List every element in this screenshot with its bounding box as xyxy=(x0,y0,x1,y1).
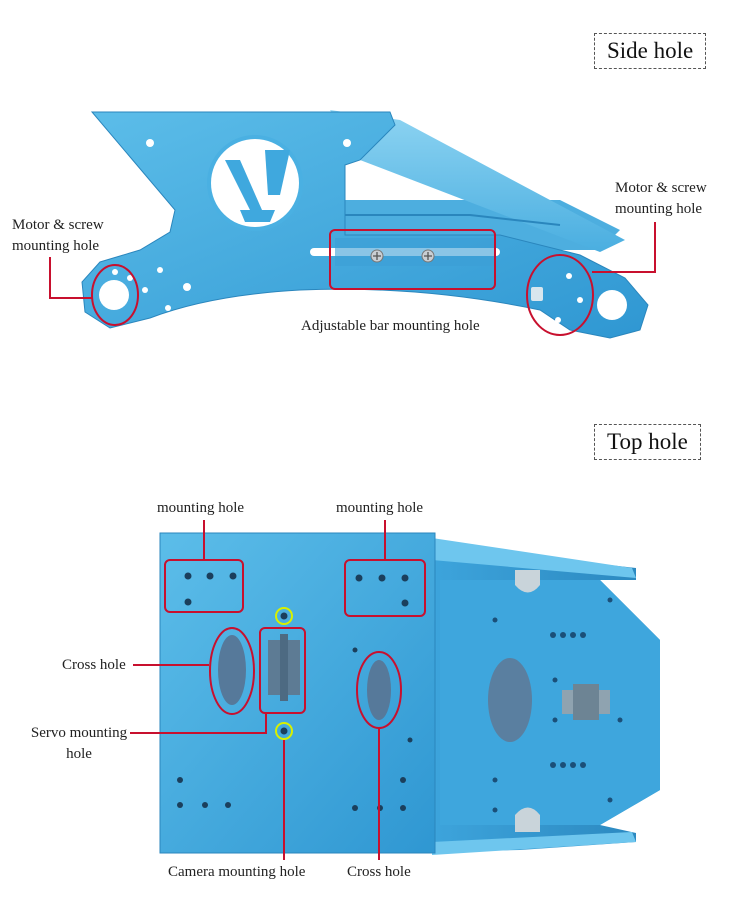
camera-label: Camera mounting hole xyxy=(168,864,306,880)
mounting-right-label: mounting hole xyxy=(336,500,424,516)
cross-left-highlight xyxy=(209,627,255,715)
side-hole-title: Side hole xyxy=(594,33,707,69)
motor-left-label-line1: Motor & screw xyxy=(12,217,104,233)
camera-highlights xyxy=(275,607,293,740)
servo-label-line1: Servo mounting xyxy=(30,725,128,741)
motor-right-label-line2: mounting hole xyxy=(615,201,703,217)
side-view-bracket xyxy=(81,110,649,339)
left-motor-highlight xyxy=(91,264,139,326)
side-annotations xyxy=(49,222,656,336)
motor-right-label-line1: Motor & screw xyxy=(615,180,707,196)
servo-label-line2: hole xyxy=(66,746,92,762)
mounting-left-label: mounting hole xyxy=(157,500,245,516)
motor-left-label-line2: mounting hole xyxy=(12,238,100,254)
right-motor-highlight xyxy=(526,254,594,336)
cross-bottom-label: Cross hole xyxy=(347,864,411,880)
top-view-bracket xyxy=(159,532,660,855)
adjustable-bar-label: Adjustable bar mounting hole xyxy=(301,318,480,334)
servo-highlight xyxy=(259,627,306,714)
top-annotations xyxy=(130,520,426,860)
cross-left-label: Cross hole xyxy=(62,657,126,673)
top-hole-title: Top hole xyxy=(594,424,701,460)
adjustable-bar-highlight xyxy=(329,229,496,290)
